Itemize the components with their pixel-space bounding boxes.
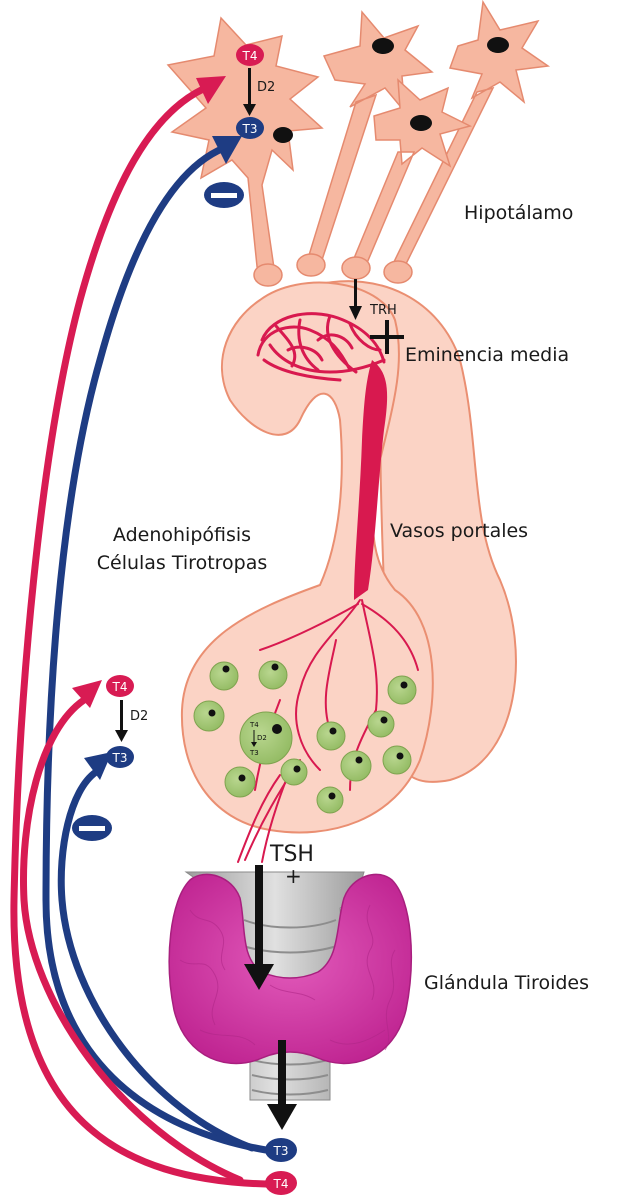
- hormone-badges: T4 T3 T4 T3 T3 T4: [106, 44, 297, 1195]
- portal-vessel: [354, 360, 388, 600]
- t4-badge-hypothalamus: [236, 44, 264, 66]
- t3-feedback-pituitary: [57, 768, 256, 1152]
- trh-label: TRH: [370, 303, 397, 318]
- neuron-nuclei: [273, 37, 509, 143]
- t4-feedback-pituitary: [20, 696, 244, 1184]
- t3-badge-hypothalamus: [236, 117, 264, 139]
- adenohypophysis-label-line1: Adenohipófisis: [112, 524, 252, 546]
- tsh-plus-sign: +: [285, 864, 302, 888]
- d2-label-hypothalamus: D2: [257, 80, 276, 95]
- portal-vessels-label: Vasos portales: [390, 520, 529, 542]
- trh-plus-sign: [370, 320, 404, 354]
- cell-t4-text: T4: [249, 721, 259, 729]
- t4-badge-pituitary: [106, 675, 134, 697]
- cell-d2-conversion: T4 D2 T3: [249, 721, 267, 757]
- t4-feedback-hypothalamus: [10, 82, 270, 1188]
- thyrotrope-cells: [193, 660, 417, 814]
- d2-label-pituitary: D2: [130, 709, 149, 724]
- t3-feedback-hypothalamus: [42, 144, 270, 1154]
- cell-t3-text: T3: [249, 749, 259, 757]
- inhibition-signs: [72, 182, 244, 841]
- median-eminence-label: Eminencia media: [405, 344, 570, 366]
- feedback-arrowheads: [72, 76, 242, 780]
- thyroid-gland-label: Glándula Tiroides: [424, 972, 589, 994]
- adenohypophysis-label-line2: Células Tirotropas: [96, 552, 268, 574]
- t4-text-bottom: T4: [273, 1177, 289, 1191]
- t3-text-bottom: T3: [273, 1144, 289, 1158]
- t3-text-hypothalamus: T3: [242, 122, 258, 136]
- t3-text-pituitary: T3: [112, 751, 128, 765]
- cell-d2-text: D2: [257, 734, 267, 742]
- thyroid-lobes: [168, 873, 413, 1065]
- t4-badge-bottom: [265, 1171, 297, 1195]
- feedback-arrows: [10, 82, 270, 1188]
- portal-capillary-plexus: [256, 312, 386, 382]
- thyrotrope-nuclei: [208, 663, 408, 800]
- tsh-label: TSH: [270, 842, 314, 867]
- t3-badge-pituitary: [106, 746, 134, 768]
- t4-text-hypothalamus: T4: [242, 49, 258, 63]
- hypothalamus-label: Hipotálamo: [464, 202, 574, 224]
- t3-badge-bottom: [265, 1138, 297, 1162]
- thyroid-gland: [168, 871, 413, 1101]
- t4-text-pituitary: T4: [112, 680, 128, 694]
- black-arrows: [115, 68, 362, 1130]
